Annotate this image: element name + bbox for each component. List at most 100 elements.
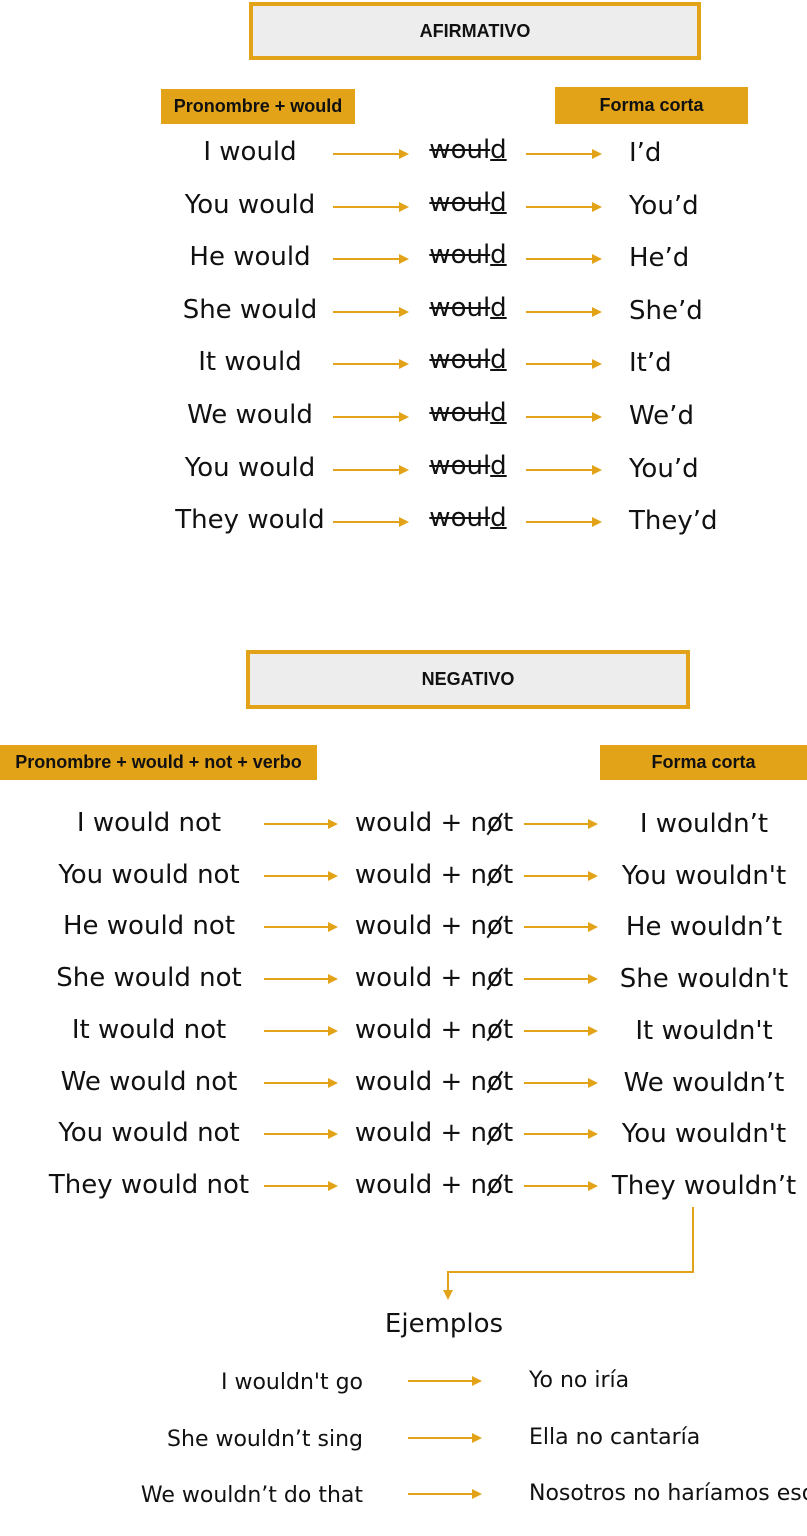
arrow-right-icon [524,818,598,830]
negative-full-form: We would not [60,1066,238,1097]
arrow-right-icon [526,411,602,423]
kept-text: would + n [354,911,488,942]
arrow-right-icon [408,1375,482,1387]
arrow-right-icon [526,201,602,213]
kept-text: would + n [354,963,488,994]
kept-text: t [502,963,514,994]
struck-letters: woul [429,240,491,271]
struck-letter: o [487,1014,503,1045]
affirmative-full-form: You would [184,452,316,483]
affirmative-header-left: Pronombre + would [161,89,355,124]
example-spanish: Nosotros no haríamos eso [529,1481,807,1506]
affirmative-full-form: He would [189,242,311,273]
negative-short-form: He wouldn’t [625,912,783,943]
affirmative-title: AFIRMATIVO [419,20,531,41]
affirmative-contraction-step: would [429,398,506,428]
arrow-right-icon [333,464,409,476]
arrow-right-icon [408,1432,482,1444]
kept-letter: d [490,503,507,534]
kept-letter: d [490,240,507,271]
kept-text: t [502,1014,514,1045]
affirmative-short-form: She’d [629,295,703,326]
negative-full-form: You would not [58,859,240,890]
negative-short-form: They wouldn’t [611,1170,797,1201]
affirmative-short-form: He’d [629,243,690,274]
kept-letter: d [490,398,507,428]
kept-text: t [502,1169,514,1200]
kept-text: would + n [354,1066,488,1097]
affirmative-contraction-step: would [429,503,506,533]
affirmative-short-form: I’d [629,138,662,168]
example-english: We wouldn’t do that [140,1483,363,1508]
arrow-right-icon [264,1128,338,1140]
struck-letter: o [487,963,503,994]
kept-letter: d [490,292,507,323]
struck-letter: o [487,911,503,942]
negative-short-form: I wouldn’t [639,809,769,839]
affirmative-contraction-step: would [429,293,506,323]
arrow-right-icon [526,516,602,528]
affirmative-full-form: We would [187,400,313,430]
kept-letter: d [490,135,507,165]
kept-text: t [502,859,514,890]
struck-letter: o [487,859,503,890]
negative-contraction-step: would + not [355,1067,513,1097]
arrow-right-icon [526,306,602,318]
affirmative-full-form: I would [203,137,297,167]
arrow-right-icon [264,973,338,985]
struck-letters: woul [429,503,491,534]
arrow-right-icon [264,818,338,830]
struck-letter: o [487,808,503,838]
arrow-right-icon [408,1488,482,1500]
negative-short-form: She wouldn't [619,964,789,995]
arrow-right-icon [264,870,338,882]
arrow-right-icon [264,1077,338,1089]
kept-text: would + n [354,859,488,890]
negative-header-right-label: Forma corta [651,752,756,772]
kept-text: t [502,1066,514,1097]
arrow-right-icon [333,516,409,528]
kept-text: would + n [354,808,488,838]
negative-contraction-step: would + not [355,911,513,941]
examples-title: Ejemplos [384,1309,504,1339]
negative-header-left: Pronombre + would + not + verbo [0,745,317,780]
affirmative-header-left-label: Pronombre + would [173,96,343,116]
kept-text: t [502,911,514,942]
arrow-right-icon [264,1180,338,1192]
kept-letter: d [490,345,507,376]
arrow-right-icon [333,358,409,370]
struck-letter: o [487,1118,503,1149]
arrow-right-icon [526,148,602,160]
affirmative-contraction-step: would [429,240,506,270]
example-spanish: Yo no iría [529,1368,630,1393]
negative-short-form: It wouldn't [635,1015,773,1046]
arrow-right-icon [333,148,409,160]
arrow-right-icon [526,358,602,370]
negative-short-form: You wouldn't [621,1119,787,1150]
struck-letters: woul [429,398,491,428]
example-spanish: Ella no cantaría [529,1424,701,1450]
affirmative-full-form: They would [175,505,325,536]
affirmative-short-form: It’d [629,348,672,379]
struck-letters: woul [429,292,491,323]
negative-contraction-step: would + not [355,1015,513,1045]
affirmative-short-form: They’d [629,506,718,537]
struck-letters: woul [429,135,491,165]
arrow-right-icon [524,1128,598,1140]
negative-title-box: NEGATIVO [246,650,690,709]
struck-letter: o [487,1066,503,1097]
arrow-right-icon [333,253,409,265]
kept-text: would + n [354,1169,488,1200]
example-english: I wouldn't go [221,1370,363,1395]
arrow-right-icon [524,921,598,933]
arrow-right-icon [264,1025,338,1037]
struck-letters: woul [429,187,491,218]
affirmative-short-form: We’d [629,401,694,431]
negative-header-right: Forma corta [600,745,807,780]
negative-contraction-step: would + not [355,963,513,993]
negative-short-form: We wouldn’t [623,1067,785,1098]
negative-full-form: It would not [71,1014,227,1045]
arrow-right-icon [524,1025,598,1037]
arrow-right-icon [264,921,338,933]
struck-letter: o [487,1169,503,1200]
